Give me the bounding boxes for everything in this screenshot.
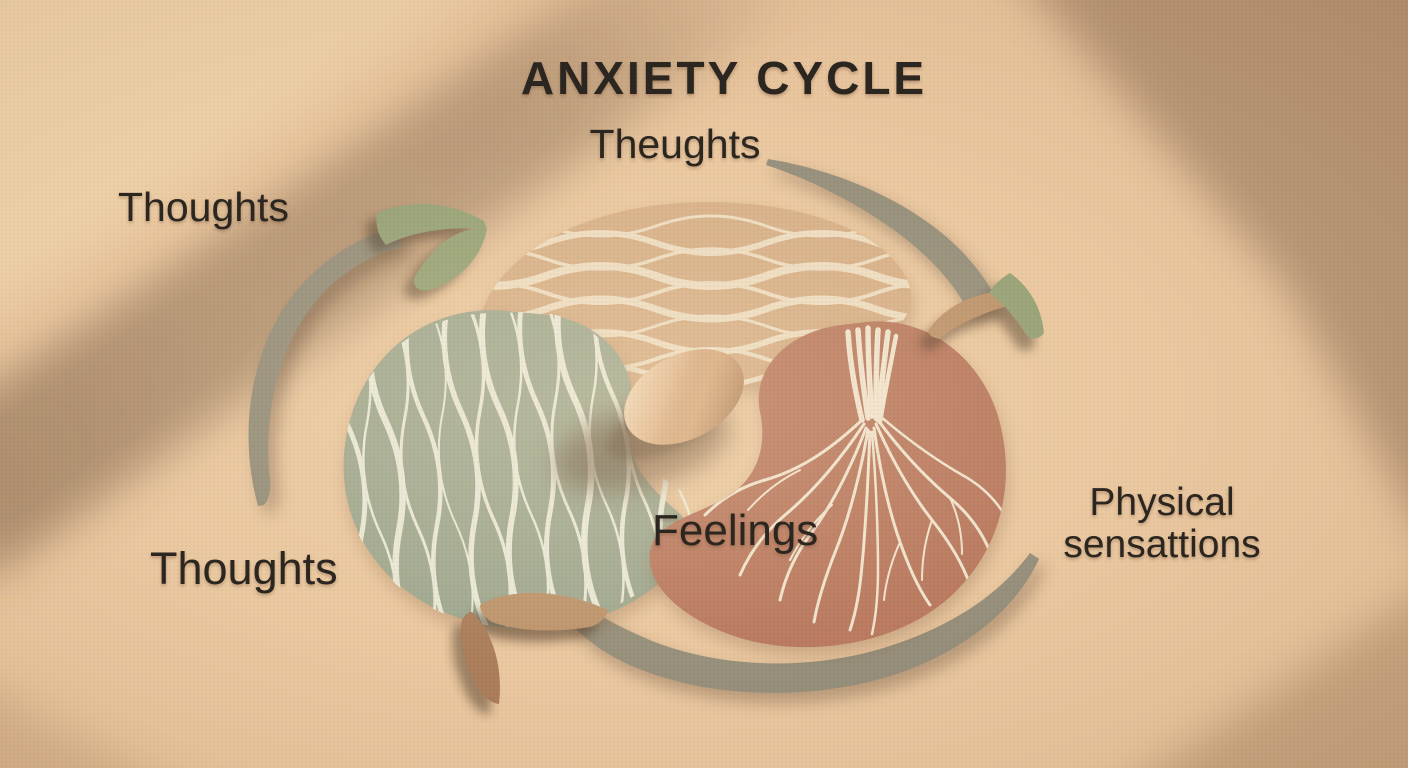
label-thoughts-upper-left: Thoughts: [118, 184, 289, 230]
cycle-arrow-left: [248, 228, 410, 515]
arrowhead-leaf-icon-left: [366, 204, 487, 300]
label-feelings: Feelings: [652, 506, 819, 555]
terracotta-roots-segment: [649, 321, 1008, 657]
arrowhead-leaf-icon-bottom: [452, 592, 608, 715]
cycle-arrow-bottom: [566, 553, 1045, 703]
label-thoughts-top: Theughts: [589, 121, 761, 167]
center-stone: [554, 349, 744, 492]
label-thoughts-lower-left: Thoughts: [150, 543, 338, 594]
arrowhead-leaf-icon-right: [919, 273, 1044, 351]
roots-texture: [703, 325, 1006, 636]
page-title: ANXIETY CYCLE: [520, 52, 928, 104]
label-physical-sensations: Physical sensattions: [1063, 481, 1261, 567]
label-physical-line2: sensattions: [1063, 523, 1261, 567]
label-physical-line1: Physical: [1089, 481, 1235, 524]
